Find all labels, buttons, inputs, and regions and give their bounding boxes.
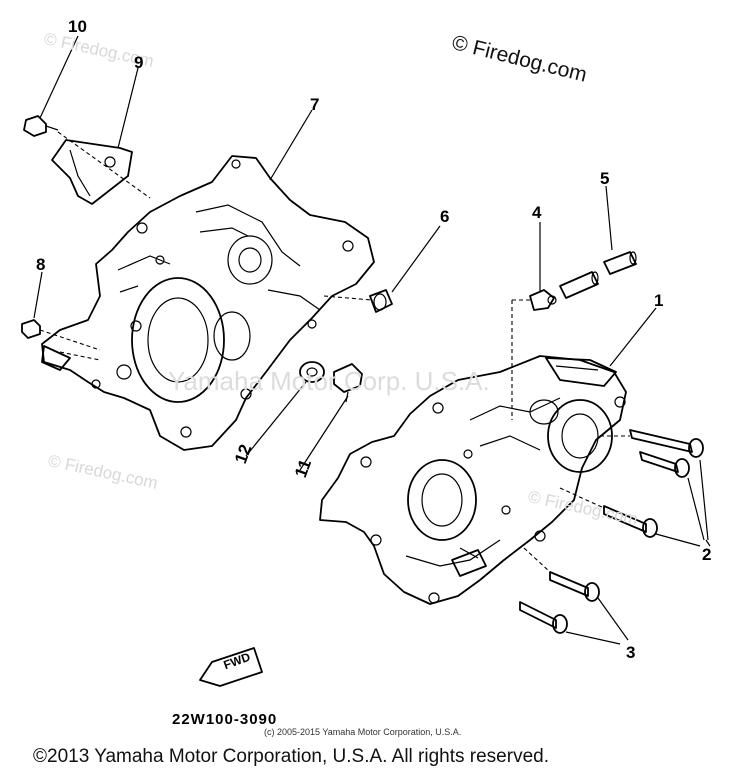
washer-12: [299, 361, 325, 383]
callout-3: 3: [626, 643, 636, 662]
callout-5: 5: [600, 169, 610, 188]
callout-9: 9: [134, 53, 144, 72]
callout-10: 10: [68, 17, 87, 36]
bolts-3: [519, 571, 629, 645]
callout-4: 4: [532, 203, 542, 222]
callout-8: 8: [36, 255, 46, 274]
callout-2: 2: [702, 545, 712, 564]
fitting-4: [529, 289, 557, 311]
diagram-number: 22W100-3090: [172, 711, 278, 728]
small-copyright: (c) 2005-2015 Yamaha Motor Corporation, …: [264, 727, 462, 737]
right-crankcase: [319, 355, 627, 605]
fwd-arrow-icon: [199, 647, 263, 687]
screw-10: [23, 115, 59, 137]
callout-1: 1: [654, 291, 664, 310]
callout-6: 6: [440, 207, 450, 226]
left-crankcase: [41, 155, 375, 451]
leader-lines: [33, 35, 711, 547]
bolts-2: [603, 429, 709, 547]
footer-copyright: ©2013 Yamaha Motor Corporation, U.S.A. A…: [33, 746, 549, 767]
callout-7: 7: [310, 95, 320, 114]
cover-plate: [51, 139, 133, 205]
dowel-6: [369, 289, 393, 313]
yamaha-watermark: Yamaha Motor Corp. U.S.A.: [168, 366, 490, 396]
plug-8: [21, 319, 41, 339]
dowel-pins-5: [559, 251, 637, 299]
